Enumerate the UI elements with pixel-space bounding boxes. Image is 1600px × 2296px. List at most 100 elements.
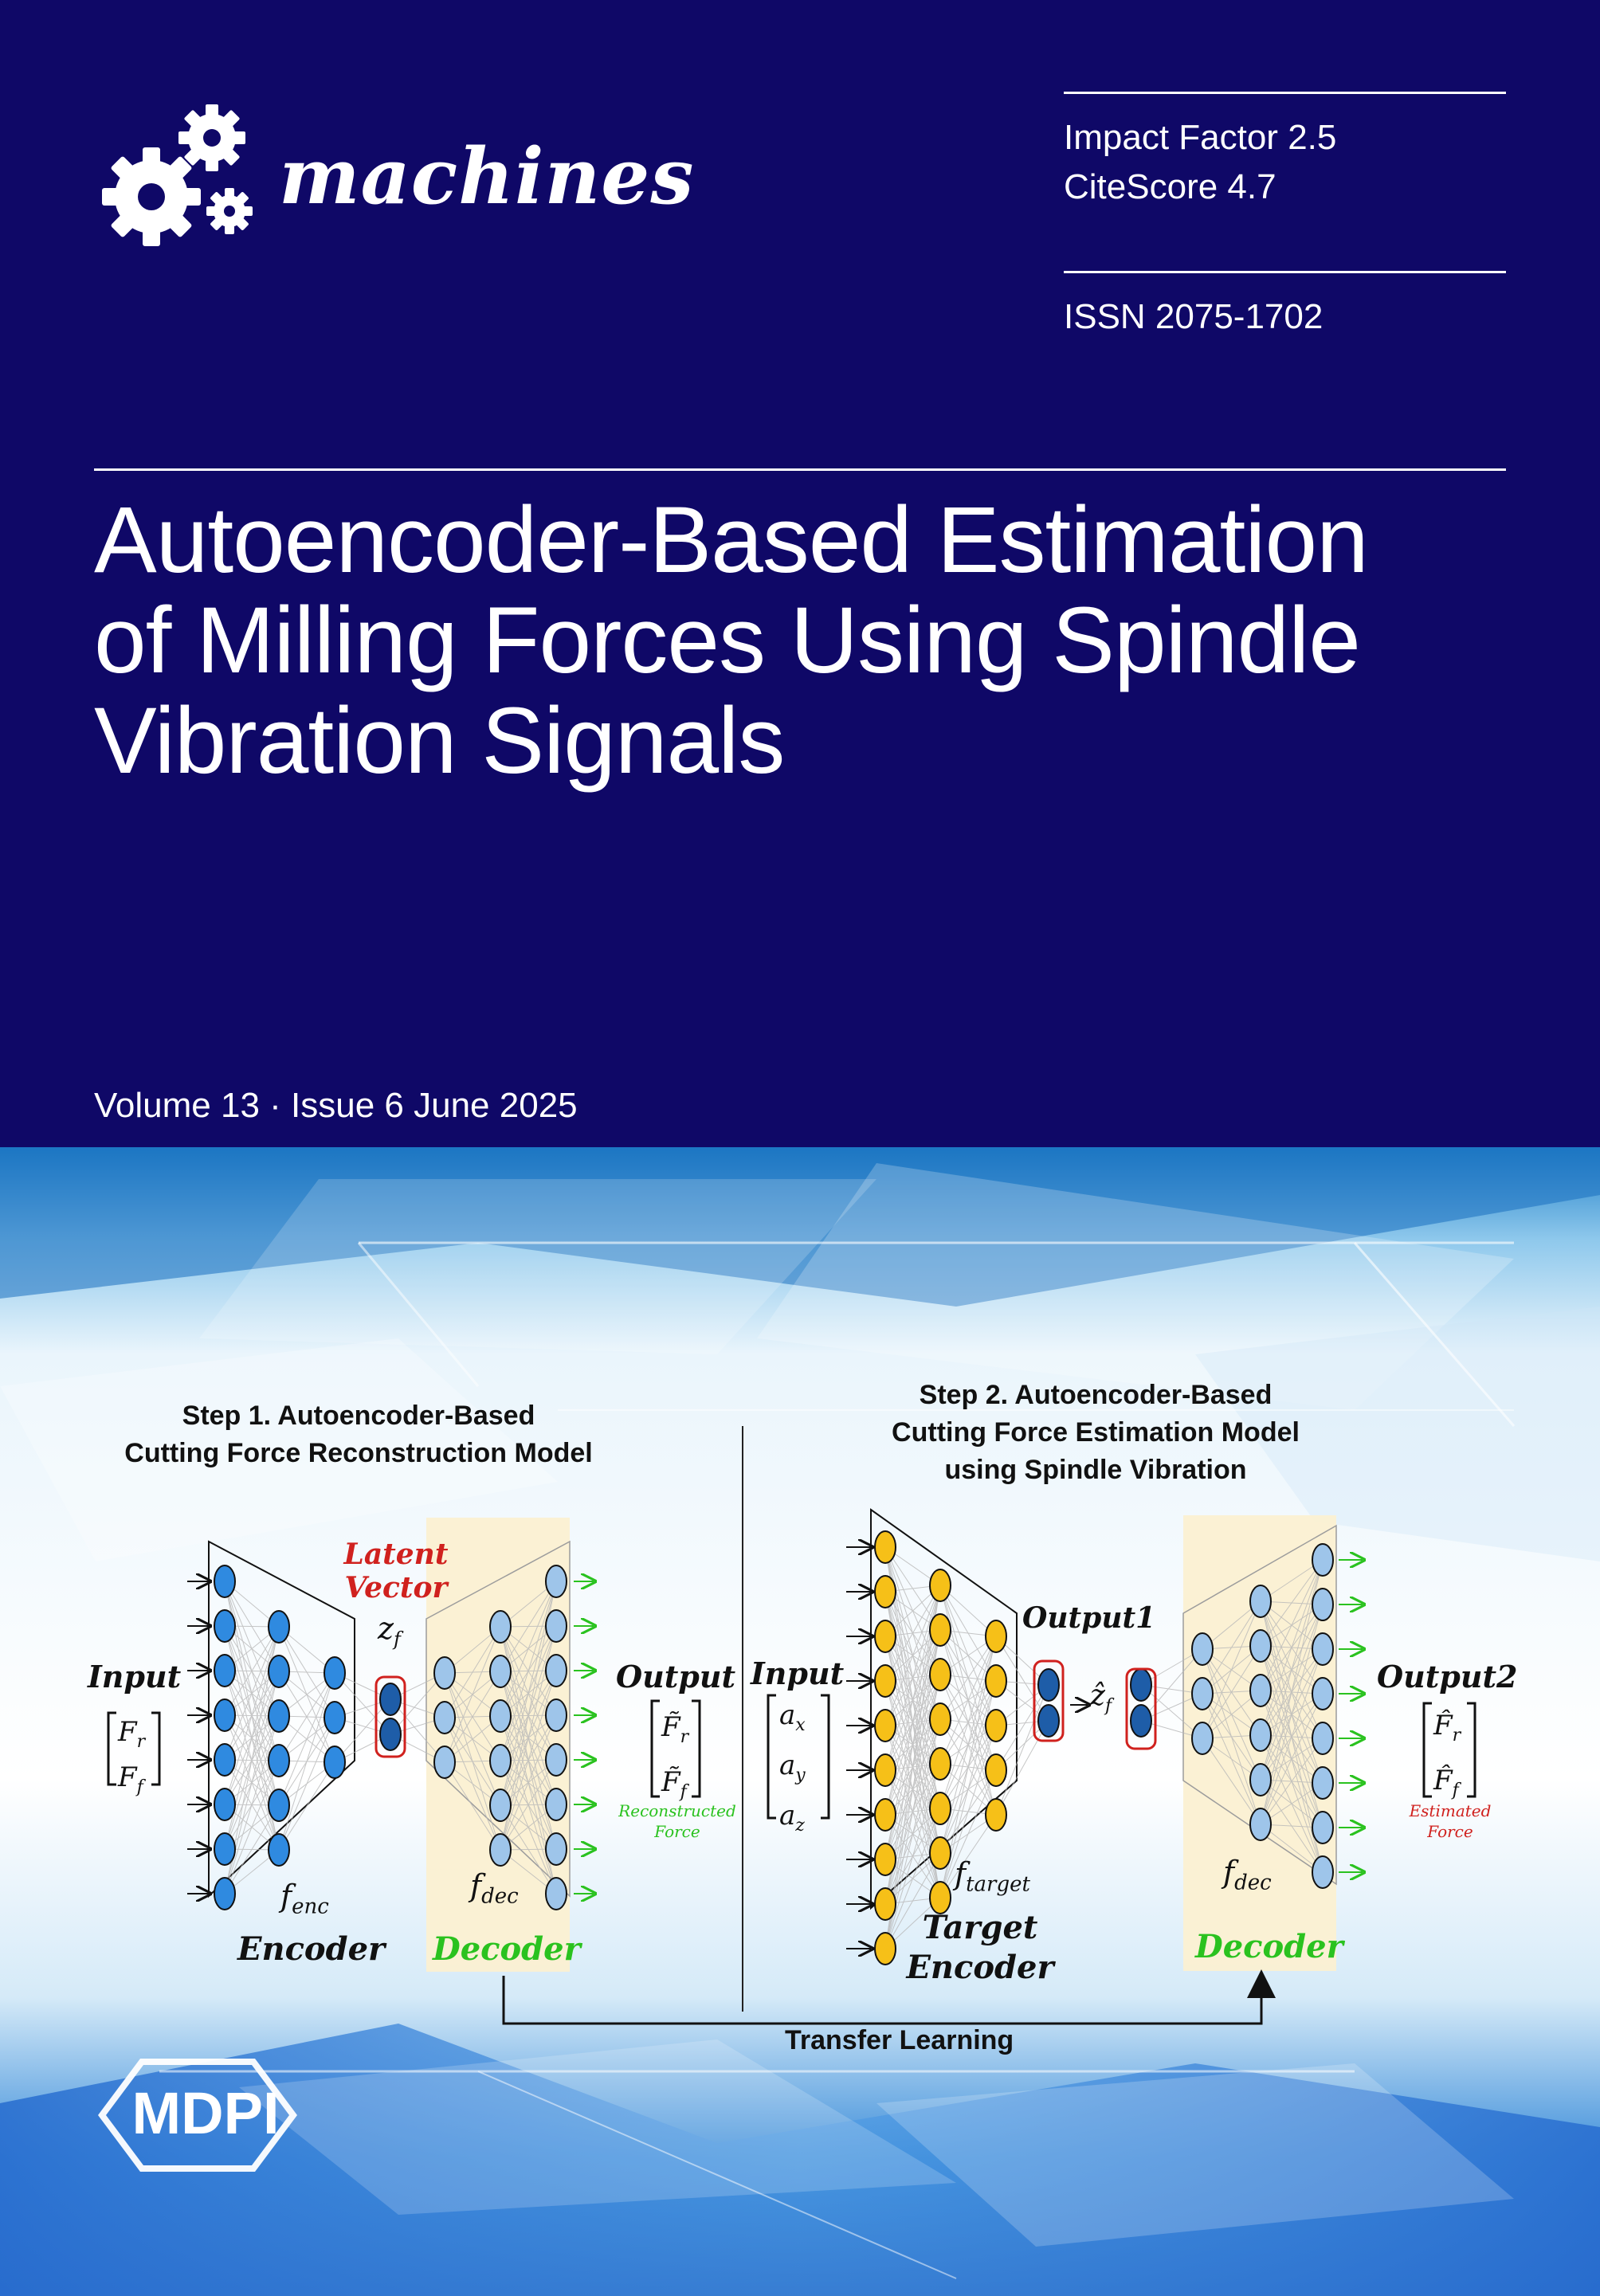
latent-box-right — [1125, 1667, 1157, 1750]
vec3-y-sub: y — [795, 1765, 806, 1785]
title-line-3: Vibration Signals — [94, 688, 785, 793]
zhat-sub: f — [1104, 1696, 1112, 1717]
vec4-r: F̂ — [1433, 1710, 1453, 1742]
dec1-l3-node — [545, 1743, 567, 1777]
target-label: Target — [922, 1909, 1038, 1946]
tenc-l1-node — [874, 1887, 896, 1921]
connection-line — [224, 1715, 280, 1894]
connection-line — [278, 1761, 335, 1851]
vec3-z-sub: z — [795, 1815, 805, 1836]
tenc-l1-node — [874, 1798, 896, 1832]
enc1-l1-node — [214, 1565, 236, 1598]
tenc-l2-node — [929, 1613, 951, 1647]
vec4-r-sub: r — [1452, 1725, 1461, 1746]
connection-line — [884, 1585, 941, 1682]
connection-line — [1260, 1648, 1324, 1825]
connection-line — [1202, 1645, 1261, 1739]
f-target-sub: target — [966, 1872, 1030, 1897]
tenc-l1-node — [874, 1620, 896, 1653]
connection-line — [939, 1636, 997, 1765]
vec4-f: F̂ — [1433, 1764, 1453, 1796]
encoder-trapezoid-left — [208, 1540, 355, 1898]
connection-line — [884, 1808, 941, 1949]
dec1-l3-node — [545, 1788, 567, 1821]
connection-line — [500, 1714, 557, 1851]
output2-label: Output2 — [1377, 1659, 1518, 1695]
acceleration-vector: ax ay az — [779, 1695, 806, 1845]
enc1-l2-node — [268, 1789, 290, 1822]
recon-caption-2: Force — [654, 1822, 700, 1841]
f-dec2-base: f — [1223, 1855, 1235, 1890]
target-encoder-label-line2: Encoder — [906, 1949, 1054, 1986]
dec1-l3-node — [545, 1832, 567, 1866]
connection-line — [334, 1698, 391, 1763]
io-arrows — [187, 1547, 1363, 1949]
vec3-y: a — [779, 1749, 796, 1781]
vec3-x-sub: x — [795, 1714, 806, 1735]
step2-title-line2: Cutting Force Estimation Model — [892, 1417, 1300, 1448]
est-vector-fr: F̂r — [1433, 1703, 1461, 1758]
connection-line — [1260, 1824, 1324, 1873]
decoder-label-right: Decoder — [1195, 1928, 1343, 1965]
dec2-l2-node — [1249, 1585, 1272, 1618]
connection-line — [224, 1626, 280, 1805]
tenc-l3-node — [985, 1709, 1007, 1742]
f-enc-label: fenc — [280, 1879, 329, 1919]
enc1-l2-node — [268, 1833, 290, 1867]
connection-line — [444, 1761, 501, 1851]
impact-factor: Impact Factor 2.5 — [1064, 118, 1337, 157]
connection-line — [939, 1636, 997, 1720]
dec1-l2-node — [489, 1655, 512, 1688]
out1-node — [1037, 1668, 1060, 1702]
header-rule-middle — [1064, 271, 1506, 273]
dec1-l1-node — [433, 1701, 456, 1734]
vec3-x: a — [779, 1699, 796, 1731]
accel-vector-x: ax — [779, 1695, 806, 1746]
connection-line — [278, 1672, 335, 1851]
step2-title-line3: using Spindle Vibration — [944, 1455, 1247, 1485]
decoder-label-left: Decoder — [433, 1930, 581, 1968]
latent1-node — [379, 1718, 402, 1751]
zhat-base: ẑ — [1090, 1679, 1105, 1712]
connection-line — [1202, 1601, 1261, 1695]
dec1-l2-node — [489, 1699, 512, 1733]
dec2-l2-node — [1249, 1674, 1272, 1707]
connection-line — [224, 1760, 280, 1894]
tenc-l3-node — [985, 1798, 1007, 1832]
tenc-l3-node — [985, 1620, 1007, 1653]
connection-line — [1140, 1648, 1203, 1722]
dec1-l2-node — [489, 1610, 512, 1644]
tenc-l2-node — [929, 1836, 951, 1870]
f-dec-label-left: fdec — [470, 1868, 519, 1909]
connection-line — [444, 1671, 501, 1763]
connection-line — [995, 1684, 1049, 1771]
dec2-l3-node — [1312, 1588, 1334, 1621]
enc1-l2-node — [268, 1610, 290, 1644]
est-caption-1: Estimated — [1409, 1801, 1492, 1820]
tenc-l2-node — [929, 1702, 951, 1736]
tenc-l2-node — [929, 1881, 951, 1914]
f-target-label: ftarget — [955, 1856, 1030, 1897]
connection-line — [1260, 1559, 1324, 1691]
enc1-l1-node — [214, 1654, 236, 1687]
transfer-learning-arrow — [502, 1969, 1276, 2025]
enc1-l1-node — [214, 1788, 236, 1821]
f-enc-base: f — [280, 1879, 292, 1914]
connection-line — [939, 1725, 997, 1898]
dec1-l3-node — [545, 1654, 567, 1687]
connection-line — [224, 1804, 280, 1894]
recon-vector-fr: F̃r — [661, 1705, 688, 1760]
vec4-f-sub: f — [1452, 1780, 1459, 1800]
autoencoder-figure: Step 1. Autoencoder-Based Cutting Force … — [0, 1147, 1600, 2296]
dec2-l2-node — [1249, 1808, 1272, 1841]
connection-line — [1140, 1684, 1203, 1739]
vec2-r: F̃ — [661, 1711, 680, 1743]
latent-label-line1: Latent — [343, 1538, 449, 1571]
connection-line — [1260, 1559, 1324, 1647]
tenc-l1-node — [874, 1530, 896, 1564]
tenc-l2-node — [929, 1747, 951, 1781]
dec2-l3-node — [1312, 1677, 1334, 1710]
vec1-r: F — [118, 1716, 137, 1748]
dec2-l3-node — [1312, 1855, 1334, 1889]
enc1-l1-node — [214, 1877, 236, 1910]
